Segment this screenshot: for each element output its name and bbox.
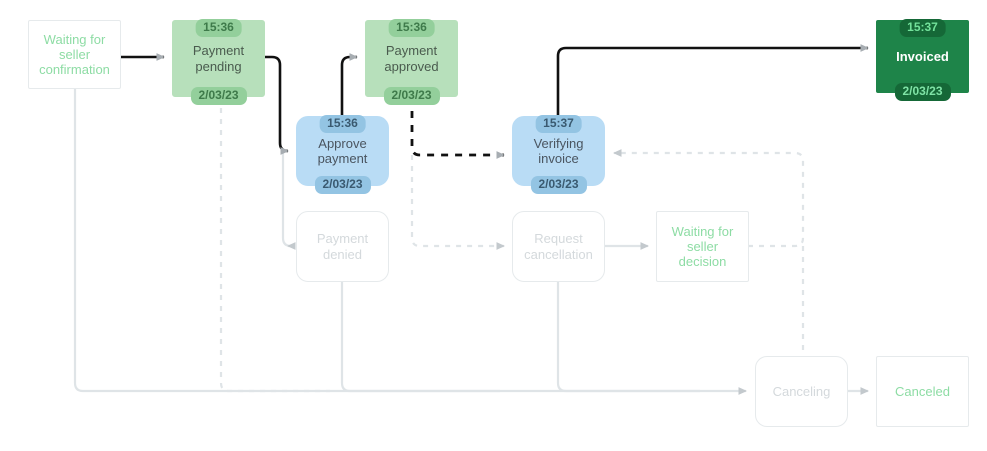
node-time-badge: 15:36 [195, 19, 242, 37]
node-label: Payment pending [192, 43, 245, 74]
edge-payment-approved-to-request-cancellation [410, 155, 506, 250]
node-label: Approve payment [317, 135, 368, 166]
node-verifying-invoice[interactable]: 15:37 Verifying invoice 2/03/23 [512, 115, 605, 194]
node-label: Payment approved [384, 43, 439, 74]
node-time-badge: 15:36 [388, 19, 435, 37]
node-time-badge: 15:37 [899, 19, 946, 37]
node-payment-pending[interactable]: 15:36 Payment pending 2/03/23 [172, 19, 265, 105]
node-label: Invoiced [896, 48, 949, 64]
node-approve-payment[interactable]: 15:36 Approve payment 2/03/23 [296, 115, 389, 194]
edge-verifying-invoice-to-invoiced [556, 44, 870, 116]
node-canceling[interactable]: Canceling [755, 356, 848, 427]
node-date-badge: 2/03/23 [383, 87, 440, 105]
node-waiting-seller-confirmation[interactable]: Waiting for seller confirmation [28, 20, 121, 89]
node-request-cancellation[interactable]: Request cancellation [512, 211, 605, 282]
node-payment-approved[interactable]: 15:36 Payment approved 2/03/23 [365, 19, 458, 105]
edge-approve-payment-to-payment-approved [340, 53, 359, 116]
node-canceled[interactable]: Canceled [876, 356, 969, 427]
node-payment-denied[interactable]: Payment denied [296, 211, 389, 282]
node-label: Canceling [772, 383, 831, 399]
edge-payment-denied-to-canceling [340, 282, 500, 393]
node-label: Payment denied [316, 231, 369, 262]
edge-payment-pending-to-approve-payment [265, 55, 289, 155]
edge-payment-approved-to-verifying-invoice [410, 97, 506, 159]
edge-request-cancellation-to-canceling [556, 282, 700, 393]
node-label: Waiting for seller confirmation [39, 31, 110, 78]
node-date-badge: 2/03/23 [530, 176, 587, 194]
node-invoiced[interactable]: 15:37 Invoiced 2/03/23 [876, 19, 969, 101]
node-label: Canceled [895, 383, 950, 399]
edge-approve-payment-to-payment-denied [281, 150, 296, 250]
node-label: Verifying invoice [533, 135, 584, 166]
edge-waiting-confirmation-to-canceling [73, 89, 748, 395]
node-waiting-seller-decision[interactable]: Waiting for seller decision [656, 211, 749, 282]
node-time-badge: 15:37 [535, 115, 582, 133]
node-time-badge: 15:36 [319, 115, 366, 133]
node-date-badge: 2/03/23 [190, 87, 247, 105]
node-label: Request cancellation [524, 231, 593, 262]
node-date-badge: 2/03/23 [894, 83, 951, 101]
node-label: Waiting for seller decision [671, 223, 734, 270]
node-date-badge: 2/03/23 [314, 176, 371, 194]
